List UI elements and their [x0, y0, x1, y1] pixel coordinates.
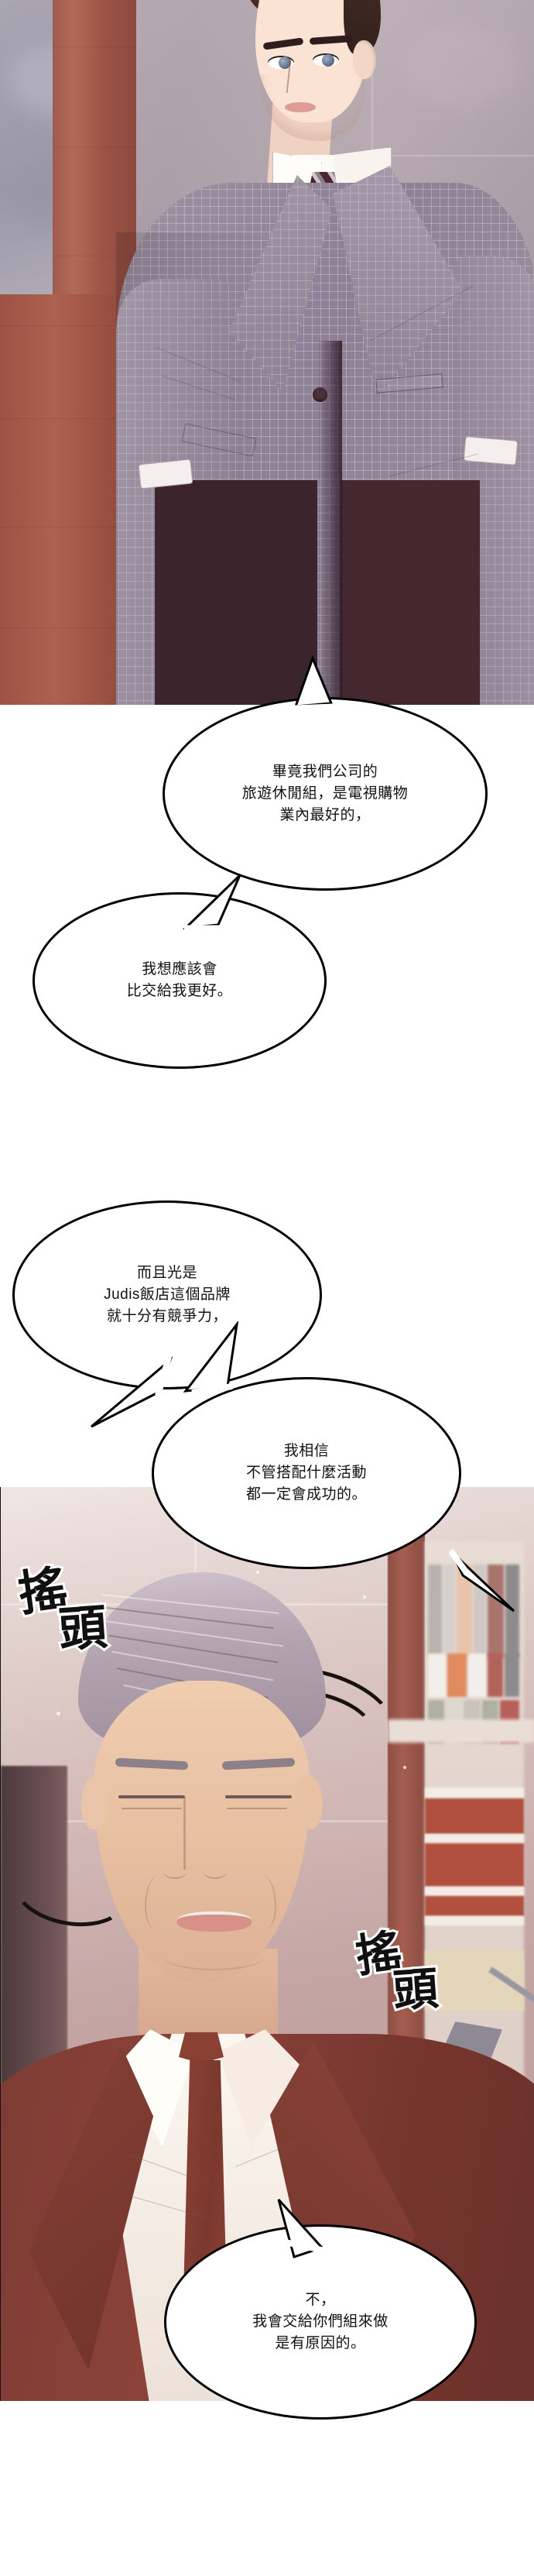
young-man-eye-left	[268, 56, 294, 69]
bubble-tail-5	[277, 2198, 326, 2258]
eye-crease	[122, 1808, 182, 1809]
young-man-eye-right	[313, 53, 339, 67]
speech-bubble-3-text: 而且光是 Judis飯店這個品牌 就十分有競爭力，	[104, 1265, 231, 1324]
dust-mote	[403, 1766, 406, 1769]
bubble-tail-4a	[183, 1321, 239, 1396]
shelf-board	[425, 1887, 524, 1896]
smile-line-left	[145, 1874, 169, 1929]
speech-bubble-5[interactable]: 不， 我會交給你們組來做 是有原因的。	[164, 2224, 477, 2420]
shirt-cuff-right	[463, 436, 519, 465]
speech-bubble-4-text: 我相信 不管搭配什麼活動 都一定會成功的。	[245, 1443, 367, 1503]
older-man-mouth	[177, 1911, 252, 1932]
marble-seam	[371, 155, 534, 156]
jacket-button	[313, 387, 327, 402]
comic-panel-1	[0, 0, 534, 705]
bookshelf-books	[428, 1564, 521, 1657]
sfx-char-2: 頭	[389, 1959, 443, 2020]
shelf-red-band	[425, 1798, 524, 1834]
older-man-chin	[163, 1942, 264, 1970]
dust-mote	[363, 1595, 366, 1599]
speech-bubble-4[interactable]: 我相信 不管搭配什麼活動 都一定會成功的。	[152, 1377, 461, 1569]
bubble-tail-4b	[449, 1549, 515, 1613]
desk-surface	[388, 1719, 534, 1743]
dust-mote	[56, 1712, 60, 1716]
jacket-inner-shadow-right	[341, 480, 480, 705]
older-man-tie-knot	[179, 2032, 224, 2063]
sfx-char-2: 頭	[54, 1596, 111, 1661]
shelf-board	[425, 1916, 524, 1925]
speech-bubble-2[interactable]: 我想應該會 比交給我更好。	[33, 892, 327, 1069]
speech-bubble-1-text: 畢竟我們公司的 旅遊休閒組，是電視購物 業內最好的，	[241, 764, 409, 823]
wood-wall-lower	[0, 294, 136, 705]
marble-vein	[402, 23, 519, 108]
speech-bubble-1[interactable]: 畢竟我們公司的 旅遊休閒組，是電視購物 業內最好的，	[163, 697, 488, 891]
comic-panel-2	[0, 1487, 534, 2401]
older-man-ear-left	[81, 1775, 108, 1829]
older-man-closed-eye-left	[118, 1795, 185, 1798]
young-man-mouth	[285, 102, 316, 112]
bubble-tail-1	[293, 655, 334, 709]
eye-crease	[227, 1808, 287, 1809]
older-man-ear-right	[296, 1775, 323, 1829]
marble-seam	[371, 0, 373, 256]
young-man-ear	[353, 40, 376, 79]
shelf-board	[425, 1834, 524, 1843]
shelf-board	[425, 1788, 524, 1798]
older-man-face	[94, 1681, 310, 1983]
speech-bubble-5-text: 不， 我會交給你們組來做 是有原因的。	[252, 2292, 389, 2351]
nose-wing-right	[204, 1865, 227, 1879]
sfx-shake-head-2: 搖 頭	[351, 1922, 443, 2020]
shelf-red-band	[425, 1843, 524, 1887]
bubble-tail-3	[91, 1355, 173, 1428]
older-man-closed-eye-right	[225, 1795, 292, 1798]
older-man-nose	[183, 1797, 186, 1870]
shelf-red-band	[425, 1896, 524, 1916]
sfx-shake-head-1: 搖 頭	[12, 1558, 111, 1661]
dust-mote	[256, 1571, 259, 1574]
bookshelf-books	[428, 1654, 521, 1697]
jacket-inner-shadow-left	[155, 480, 317, 705]
bubble-tail-2	[182, 874, 241, 931]
nose-wing-left	[163, 1865, 187, 1879]
speech-bubble-2-text: 我想應該會 比交給我更好。	[126, 961, 233, 999]
